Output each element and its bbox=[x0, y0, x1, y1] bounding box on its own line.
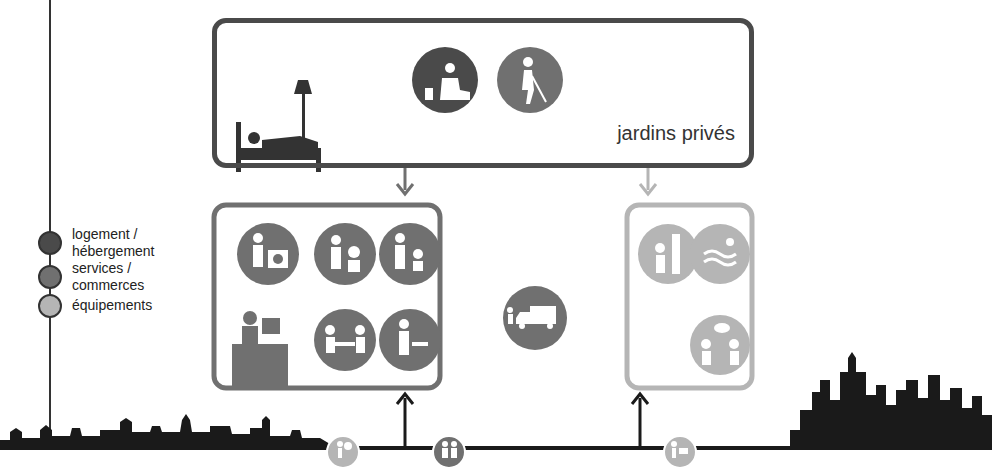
legend-text: logement / hébergement bbox=[72, 226, 164, 260]
ground-icon bbox=[337, 441, 688, 458]
arrow-up bbox=[632, 394, 648, 446]
icon-circle bbox=[497, 47, 563, 113]
legend-swatch bbox=[38, 231, 62, 255]
person-icon bbox=[253, 233, 428, 355]
icon-circle bbox=[638, 224, 750, 375]
services-box bbox=[214, 205, 440, 388]
bed-icon bbox=[236, 80, 321, 172]
box-label: jardins privés bbox=[617, 122, 735, 145]
legend-text: équipements bbox=[72, 297, 164, 314]
arrow-down bbox=[397, 166, 413, 194]
left-skyline bbox=[0, 414, 330, 448]
equipment-icon bbox=[655, 234, 739, 365]
right-skyline bbox=[790, 352, 992, 448]
equipment-box bbox=[627, 205, 752, 388]
vertical-line bbox=[49, 0, 51, 448]
legend-swatch bbox=[38, 265, 62, 289]
arrow-up bbox=[397, 394, 413, 446]
legend-text: services / commerces bbox=[72, 260, 164, 294]
truck-icon bbox=[503, 286, 567, 350]
ground-circle bbox=[327, 436, 696, 468]
arrow-down bbox=[640, 166, 656, 194]
legend-swatch bbox=[38, 294, 62, 318]
housing-box: jardins privés bbox=[212, 18, 754, 168]
icon-circle bbox=[412, 47, 478, 113]
desk-icon bbox=[232, 311, 288, 388]
ground-line bbox=[0, 446, 992, 450]
